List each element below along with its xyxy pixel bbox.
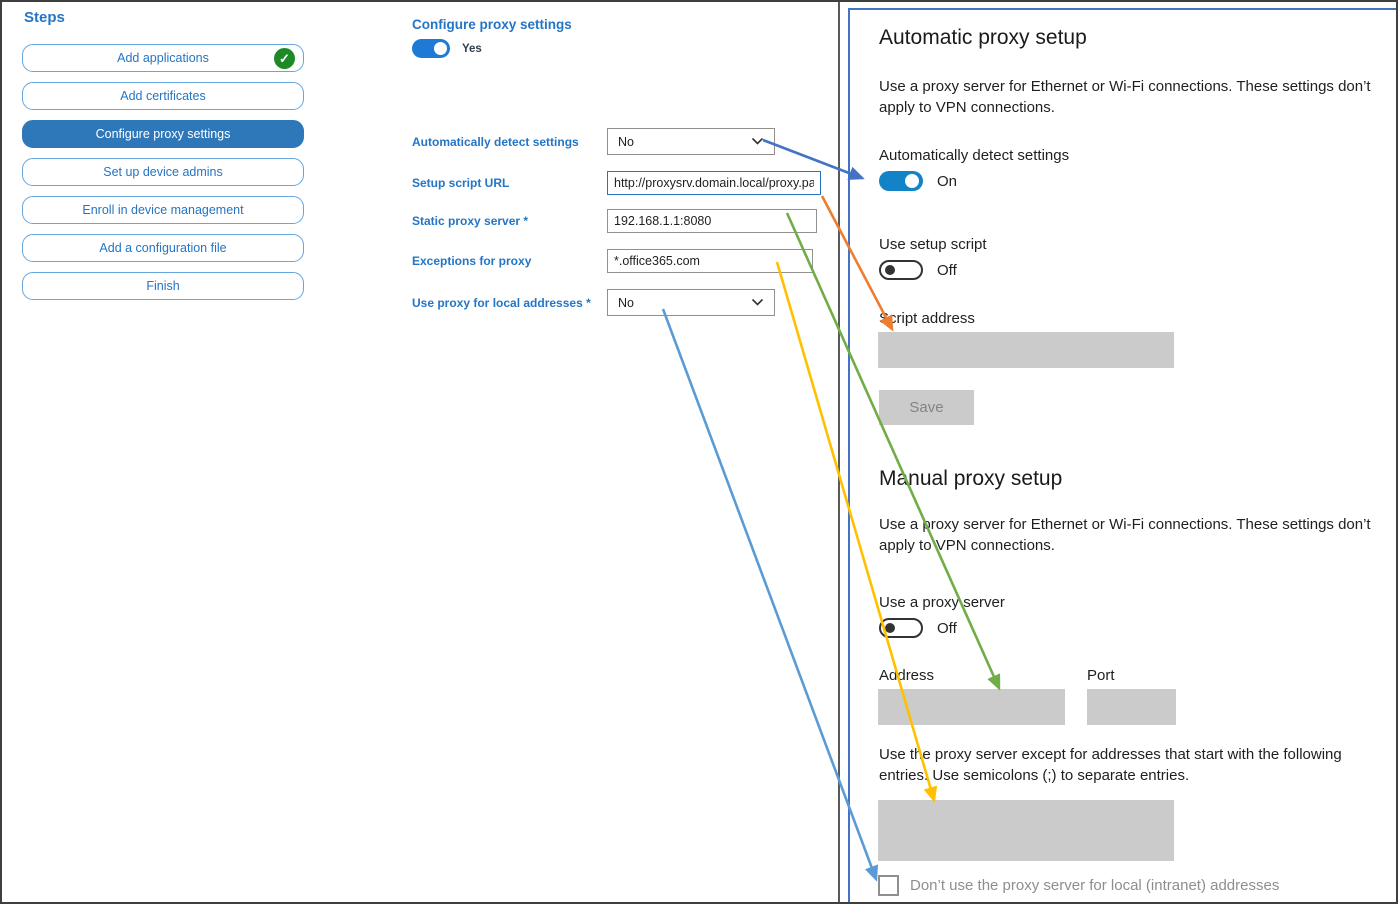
arrow-local-addresses	[661, 308, 879, 882]
step-configure-proxy-settings[interactable]: Configure proxy settings	[22, 120, 304, 148]
enable-proxy-toggle-state: Yes	[462, 42, 482, 55]
step-label: Finish	[146, 279, 180, 293]
field-row-proxy-exceptions: Exceptions for proxy	[412, 249, 857, 273]
automatic-proxy-heading: Automatic proxy setup	[879, 26, 1087, 49]
step-enroll-device-management[interactable]: Enroll in device management	[22, 196, 304, 224]
step-label: Add a configuration file	[99, 241, 227, 255]
windows-proxy-settings-panel: Automatic proxy setup Use a proxy server…	[848, 8, 1396, 902]
use-setup-script-toggle[interactable]	[879, 260, 923, 280]
detect-settings-toggle-row: On	[879, 171, 957, 191]
field-row-local-addresses: Use proxy for local addresses * No	[412, 289, 857, 316]
port-label: Port	[1087, 667, 1115, 684]
dropdown-value: No	[618, 295, 634, 310]
use-proxy-server-toggle[interactable]	[879, 618, 923, 638]
step-add-configuration-file[interactable]: Add a configuration file	[22, 234, 304, 262]
use-setup-script-toggle-row: Off	[879, 260, 957, 280]
setup-script-url-input[interactable]	[607, 171, 821, 195]
detect-settings-dropdown[interactable]: No	[607, 128, 775, 155]
address-label: Address	[879, 667, 935, 684]
page-title: Configure proxy settings	[412, 17, 572, 32]
script-address-input[interactable]	[878, 332, 1174, 368]
manual-proxy-description: Use a proxy server for Ethernet or Wi-Fi…	[879, 516, 1371, 554]
automatic-proxy-description: Use a proxy server for Ethernet or Wi-Fi…	[879, 78, 1371, 116]
detect-settings-label: Automatically detect settings	[879, 147, 1070, 164]
field-label: Setup script URL	[412, 176, 510, 190]
field-label: Static proxy server *	[412, 214, 529, 228]
field-label: Use proxy for local addresses *	[412, 295, 591, 310]
steps-title: Steps	[24, 9, 65, 26]
step-label: Configure proxy settings	[95, 127, 231, 141]
toggle-knob	[885, 623, 895, 633]
manual-proxy-heading: Manual proxy setup	[879, 467, 1063, 490]
chevron-down-icon	[751, 298, 764, 306]
step-label: Set up device admins	[103, 165, 223, 179]
script-address-label: Script address	[879, 310, 975, 327]
field-label: Exceptions for proxy	[412, 254, 532, 268]
proxy-exceptions-description: Use the proxy server except for addresse…	[879, 746, 1342, 784]
toggle-knob	[885, 265, 895, 275]
step-set-up-device-admins[interactable]: Set up device admins	[22, 158, 304, 186]
step-add-applications[interactable]: Add applications ✓	[22, 44, 304, 72]
use-proxy-server-toggle-state: Off	[937, 619, 957, 637]
local-intranet-checkbox-row: Don’t use the proxy server for local (in…	[878, 875, 1279, 896]
detect-settings-toggle-state: On	[937, 172, 958, 190]
field-row-static-proxy: Static proxy server *	[412, 209, 857, 233]
local-addresses-dropdown[interactable]: No	[607, 289, 775, 316]
field-row-setup-script-url: Setup script URL	[412, 171, 857, 195]
step-add-certificates[interactable]: Add certificates	[22, 82, 304, 110]
toggle-knob	[434, 42, 447, 55]
use-proxy-server-toggle-row: Off	[879, 618, 957, 638]
step-label: Enroll in device management	[82, 203, 244, 217]
enable-proxy-toggle-row: Yes	[412, 39, 482, 58]
enable-proxy-toggle[interactable]	[412, 39, 450, 58]
use-setup-script-toggle-state: Off	[937, 261, 957, 279]
proxy-exceptions-textarea[interactable]	[878, 800, 1174, 861]
static-proxy-server-input[interactable]	[607, 209, 817, 233]
dropdown-value: No	[618, 134, 634, 149]
proxy-address-input[interactable]	[878, 689, 1065, 725]
completed-check-icon: ✓	[274, 48, 295, 69]
use-setup-script-label: Use setup script	[879, 236, 987, 253]
proxy-exceptions-input[interactable]	[607, 249, 813, 273]
steps-list: Add applications ✓ Add certificates Conf…	[22, 44, 304, 310]
save-button[interactable]: Save	[879, 390, 974, 425]
local-intranet-checkbox[interactable]	[878, 875, 899, 896]
step-finish[interactable]: Finish	[22, 272, 304, 300]
detect-settings-toggle[interactable]	[879, 171, 923, 191]
field-row-detect-settings: Automatically detect settings No	[412, 128, 857, 155]
chevron-down-icon	[751, 137, 764, 145]
step-label: Add certificates	[120, 89, 206, 103]
use-proxy-server-label: Use a proxy server	[879, 594, 1005, 611]
local-intranet-checkbox-label: Don’t use the proxy server for local (in…	[910, 877, 1280, 894]
field-label: Automatically detect settings	[412, 134, 579, 149]
proxy-port-input[interactable]	[1087, 689, 1176, 725]
section-divider	[838, 2, 840, 902]
toggle-knob	[905, 174, 919, 188]
step-label: Add applications	[117, 51, 209, 65]
